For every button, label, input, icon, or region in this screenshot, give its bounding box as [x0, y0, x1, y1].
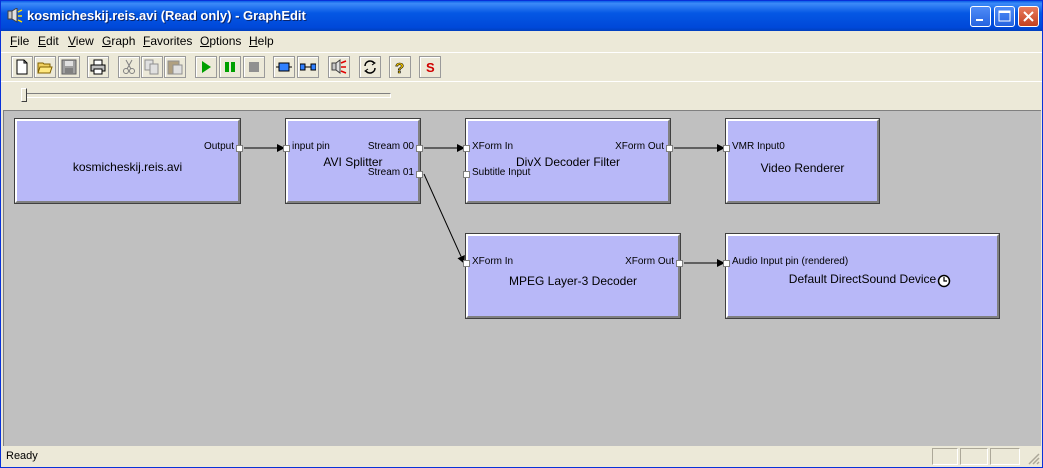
connection-lines	[244, 144, 725, 267]
refresh-button[interactable]	[359, 56, 381, 78]
pause-button[interactable]	[219, 56, 241, 78]
play-button[interactable]	[195, 56, 217, 78]
pin-vmr-input0[interactable]	[723, 145, 730, 152]
sync-icon: S	[426, 60, 435, 75]
filter-video-renderer[interactable]: VMR Input0 Video Renderer	[723, 118, 880, 204]
stop-button[interactable]	[243, 56, 265, 78]
filter-directsound-device[interactable]: Audio Input pin (rendered) Default Direc…	[723, 233, 1000, 319]
seek-area	[1, 81, 1042, 110]
filter-graph-canvas[interactable]: kosmicheskij.reis.avi Output input pin A…	[3, 110, 1041, 446]
filter-avi-splitter[interactable]: input pin AVI Splitter Stream 00 Stream …	[283, 118, 423, 204]
help-button[interactable]: ?	[389, 56, 411, 78]
filter-name: Default DirectSound Device	[788, 272, 937, 286]
filter-name: AVI Splitter	[323, 155, 383, 169]
pin-label-xform-out: XForm Out	[615, 141, 664, 152]
clock-icon	[937, 274, 951, 288]
filter-name: MPEG Layer-3 Decoder	[508, 274, 638, 288]
filter-source[interactable]: kosmicheskij.reis.avi Output	[14, 118, 243, 204]
title-bar[interactable]: kosmicheskij.reis.avi (Read only) - Grap…	[1, 1, 1042, 31]
minimize-button[interactable]	[970, 6, 991, 27]
menu-help[interactable]: Help	[249, 34, 274, 48]
connect-icon	[300, 63, 316, 71]
pin-label-stream00: Stream 00	[367, 141, 414, 152]
pin-label-xform-out: XForm Out	[625, 256, 674, 267]
pin-label-xform-in: XForm In	[472, 256, 514, 267]
save-icon	[61, 59, 77, 75]
pin-label-stream01: Stream 01	[367, 167, 414, 178]
copy-button[interactable]	[141, 56, 163, 78]
status-pane-3	[990, 448, 1020, 465]
stop-icon	[249, 62, 259, 72]
new-icon	[16, 59, 28, 75]
seek-slider-thumb[interactable]	[21, 88, 27, 102]
close-button[interactable]	[1018, 6, 1039, 27]
status-pane-2	[960, 448, 988, 465]
menu-bar: File Edit View Graph Favorites Options H…	[1, 31, 1042, 51]
paste-icon	[167, 60, 183, 75]
connect-button[interactable]	[297, 56, 319, 78]
menu-file[interactable]: File	[10, 34, 30, 48]
insert-filter-icon	[276, 62, 292, 72]
resize-grip-icon[interactable]	[1026, 451, 1040, 465]
pin-audio-input[interactable]	[723, 260, 730, 267]
pin-label-output: Output	[203, 141, 234, 152]
pin-label-input: input pin	[292, 141, 330, 152]
pin-label-subtitle-input: Subtitle Input	[472, 167, 531, 178]
refresh-icon	[364, 60, 376, 74]
menu-edit[interactable]: Edit	[38, 34, 59, 48]
menu-graph[interactable]: Graph	[102, 34, 136, 48]
pin-output[interactable]	[236, 145, 243, 152]
menu-view[interactable]: View	[68, 34, 94, 48]
connection-splitter-mp3[interactable]	[423, 173, 465, 264]
pin-input[interactable]	[283, 145, 290, 152]
pin-xform-out[interactable]	[666, 145, 673, 152]
pin-subtitle-input[interactable]	[463, 171, 470, 178]
copy-icon	[144, 59, 159, 75]
print-icon	[90, 59, 106, 75]
filter-mpeg-layer3-decoder[interactable]: XForm In MPEG Layer-3 Decoder XForm Out	[463, 233, 683, 319]
filter-name: DivX Decoder Filter	[515, 155, 621, 169]
open-icon	[37, 62, 53, 74]
pin-label-xform-in: XForm In	[472, 141, 514, 152]
graphedit-icon	[331, 59, 347, 74]
window-title: kosmicheskij.reis.avi (Read only) - Grap…	[27, 8, 306, 23]
status-pane-1	[932, 448, 958, 465]
pin-xform-in[interactable]	[463, 145, 470, 152]
new-button[interactable]	[11, 56, 33, 78]
graphedit-button[interactable]	[328, 56, 350, 78]
pin-stream01[interactable]	[416, 171, 423, 178]
status-text: Ready	[6, 450, 38, 462]
menu-options[interactable]: Options	[200, 34, 242, 48]
cut-button[interactable]	[118, 56, 140, 78]
status-bar: Ready	[1, 447, 1042, 467]
open-button[interactable]	[34, 56, 56, 78]
play-icon	[202, 61, 211, 73]
svg-text:S: S	[426, 60, 435, 75]
menu-favorites[interactable]: Favorites	[143, 34, 193, 48]
seek-slider-track[interactable]	[21, 93, 391, 98]
pin-xform-in[interactable]	[463, 260, 470, 267]
toolbar: ? S	[1, 52, 1042, 81]
sync-button[interactable]: S	[419, 56, 441, 78]
graphedit-app-icon[interactable]	[7, 7, 23, 24]
pause-icon	[225, 62, 235, 72]
help-icon: ?	[395, 60, 405, 75]
paste-button[interactable]	[164, 56, 186, 78]
pin-label-audio-input: Audio Input pin (rendered)	[732, 256, 849, 267]
insert-filter-button[interactable]	[273, 56, 295, 78]
print-button[interactable]	[87, 56, 109, 78]
filter-name: Video Renderer	[760, 161, 845, 175]
cut-icon	[123, 59, 135, 74]
filter-name: kosmicheskij.reis.avi	[72, 160, 183, 174]
save-button[interactable]	[58, 56, 80, 78]
pin-stream00[interactable]	[416, 145, 423, 152]
pin-label-vmr-input0: VMR Input0	[732, 141, 785, 152]
pin-xform-out[interactable]	[676, 260, 683, 267]
maximize-button[interactable]	[994, 6, 1015, 27]
filter-divx-decoder[interactable]: XForm In DivX Decoder Filter Subtitle In…	[463, 118, 673, 204]
svg-text:?: ?	[395, 60, 404, 75]
